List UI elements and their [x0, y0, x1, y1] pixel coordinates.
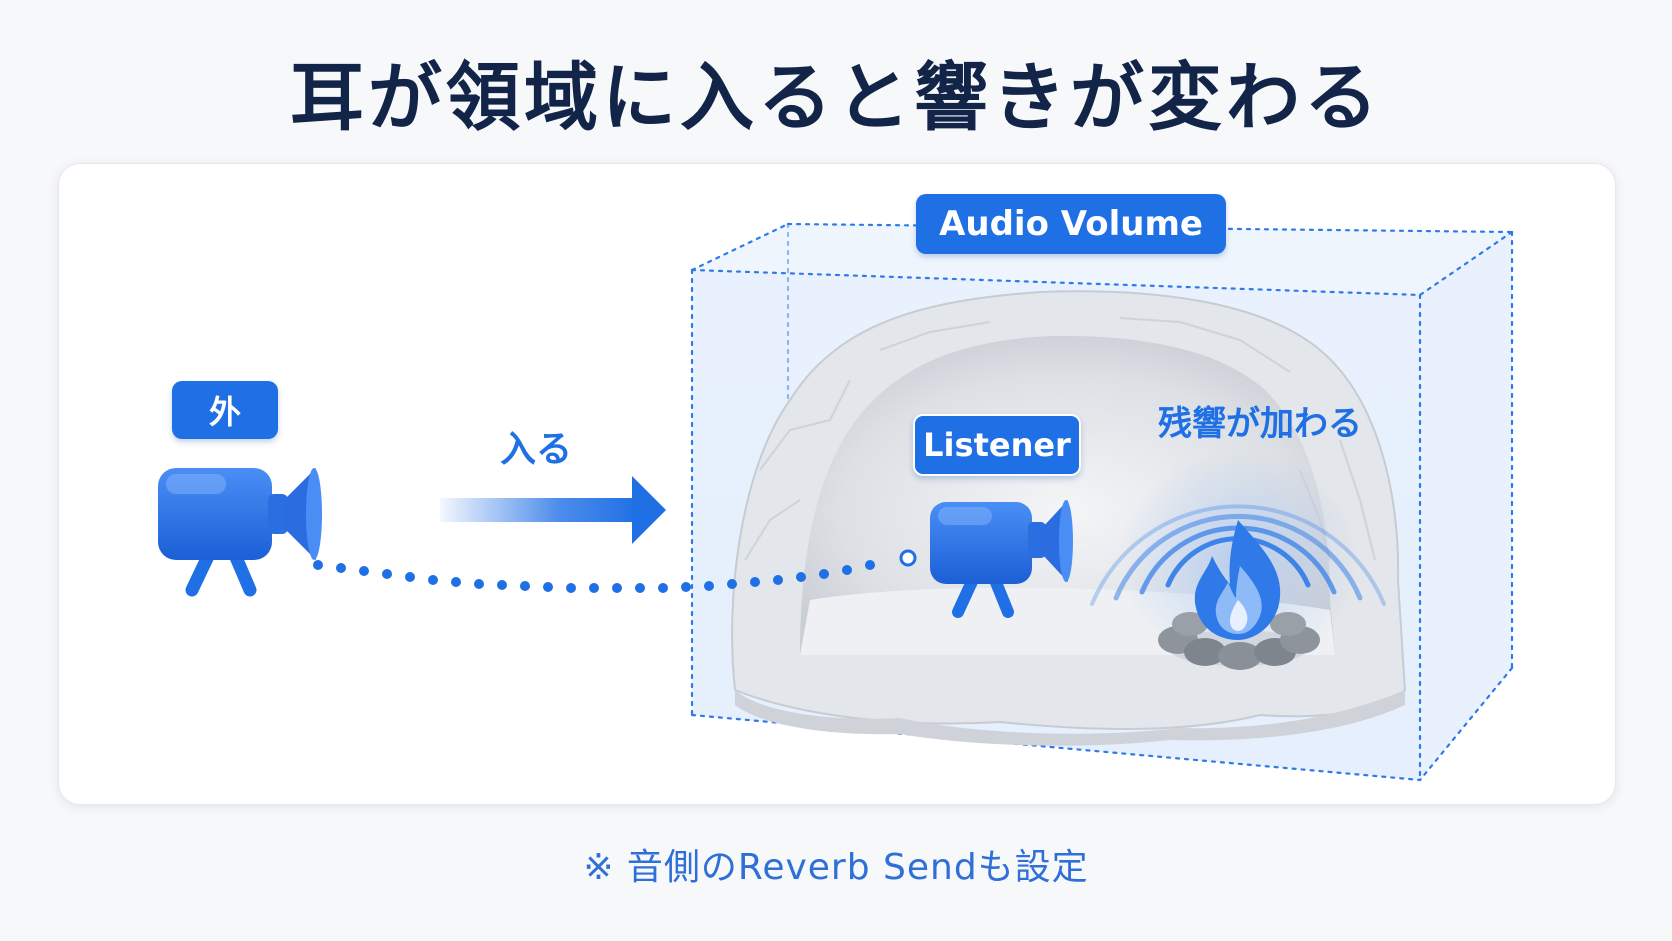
audio-volume-label: Audio Volume	[916, 194, 1226, 254]
arrow-right-icon	[440, 476, 666, 544]
enter-label: 入る	[500, 429, 573, 470]
camera-listener-icon	[158, 468, 322, 597]
reverb-label: 残響が加わる	[1158, 404, 1362, 444]
campfire-icon	[1158, 520, 1320, 670]
listener-path	[313, 549, 917, 593]
camera-listener-icon	[930, 500, 1073, 618]
page-title: 耳が領域に入ると響きが変わる	[290, 55, 1382, 141]
outside-label: 外	[172, 381, 278, 439]
footnote: ※ 音側のReverb Sendも設定	[583, 847, 1089, 888]
listener-label: Listener	[913, 414, 1081, 476]
